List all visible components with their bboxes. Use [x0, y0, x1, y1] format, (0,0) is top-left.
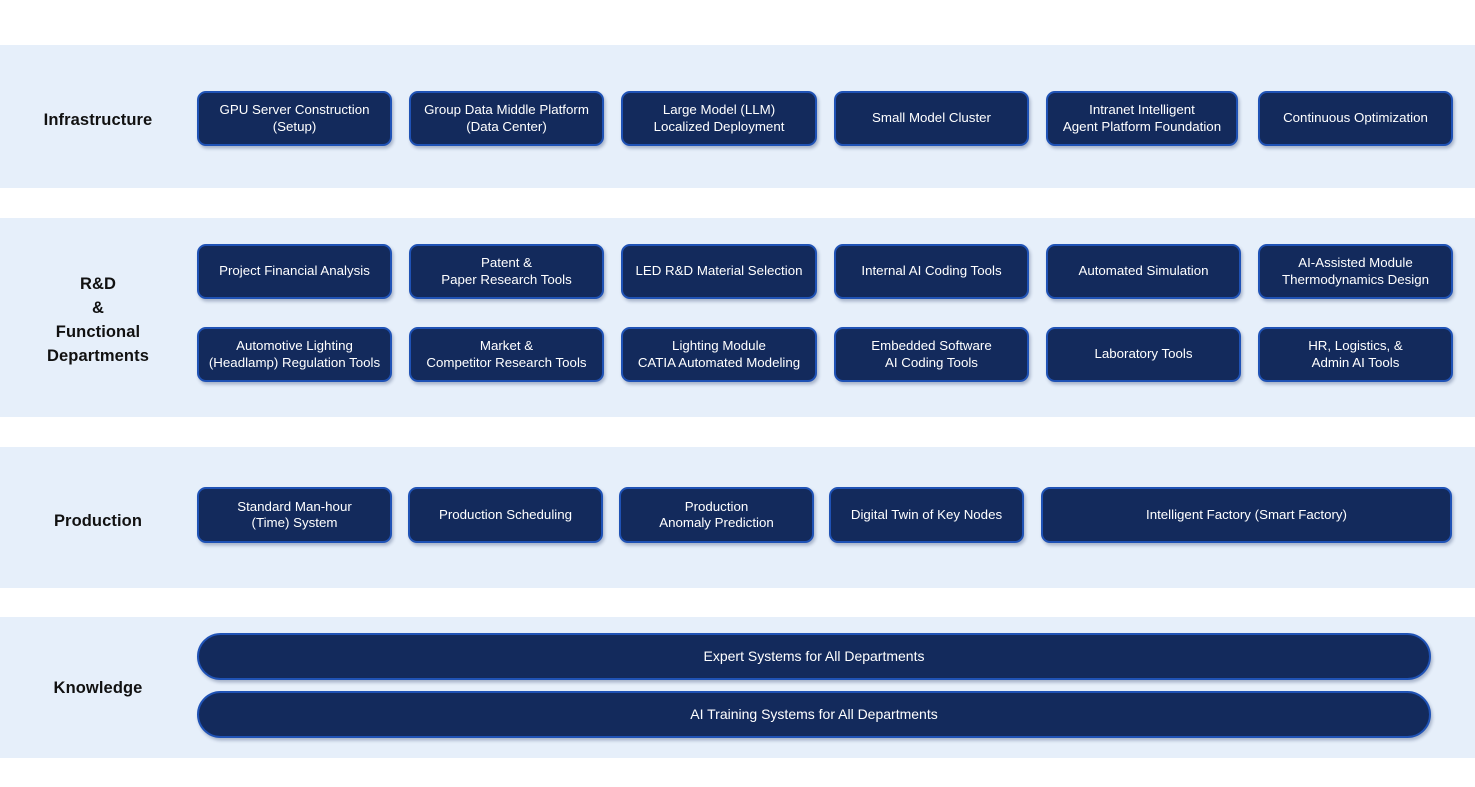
node-intranet-intelligent-agent-platform[interactable]: Intranet Intelligent Agent Platform Foun… [1046, 91, 1238, 146]
node-digital-twin-of-key-nodes[interactable]: Digital Twin of Key Nodes [829, 487, 1024, 543]
node-production-anomaly-prediction[interactable]: Production Anomaly Prediction [619, 487, 814, 543]
node-intelligent-factory-smart-factory[interactable]: Intelligent Factory (Smart Factory) [1041, 487, 1452, 543]
node-market-competitor-research-tools[interactable]: Market & Competitor Research Tools [409, 327, 604, 382]
node-hr-logistics-admin-ai-tools[interactable]: HR, Logistics, & Admin AI Tools [1258, 327, 1453, 382]
node-automated-simulation[interactable]: Automated Simulation [1046, 244, 1241, 299]
row-label-rd-functional-departments: R&D & Functional Departments [47, 275, 149, 365]
node-ai-training-systems-for-all-departments[interactable]: AI Training Systems for All Departments [197, 691, 1431, 738]
node-lighting-module-catia-automated-modeling[interactable]: Lighting Module CATIA Automated Modeling [621, 327, 817, 382]
node-gpu-server-construction[interactable]: GPU Server Construction (Setup) [197, 91, 392, 146]
node-small-model-cluster[interactable]: Small Model Cluster [834, 91, 1029, 146]
node-project-financial-analysis[interactable]: Project Financial Analysis [197, 244, 392, 299]
node-expert-systems-for-all-departments[interactable]: Expert Systems for All Departments [197, 633, 1431, 680]
row-label-knowledge: Knowledge [53, 679, 143, 697]
row-label-infrastructure: Infrastructure [43, 111, 153, 129]
node-standard-man-hour-time-system[interactable]: Standard Man-hour (Time) System [197, 487, 392, 543]
node-automotive-lighting-regulation-tools[interactable]: Automotive Lighting (Headlamp) Regulatio… [197, 327, 392, 382]
node-internal-ai-coding-tools[interactable]: Internal AI Coding Tools [834, 244, 1029, 299]
node-group-data-middle-platform[interactable]: Group Data Middle Platform (Data Center) [409, 91, 604, 146]
node-continuous-optimization[interactable]: Continuous Optimization [1258, 91, 1453, 146]
node-laboratory-tools[interactable]: Laboratory Tools [1046, 327, 1241, 382]
node-production-scheduling[interactable]: Production Scheduling [408, 487, 603, 543]
node-large-model-llm-deployment[interactable]: Large Model (LLM) Localized Deployment [621, 91, 817, 146]
node-patent-paper-research-tools[interactable]: Patent & Paper Research Tools [409, 244, 604, 299]
node-led-rd-material-selection[interactable]: LED R&D Material Selection [621, 244, 817, 299]
node-ai-assisted-module-thermodynamics-design[interactable]: AI-Assisted Module Thermodynamics Design [1258, 244, 1453, 299]
row-label-production: Production [53, 512, 143, 530]
node-embedded-software-ai-coding-tools[interactable]: Embedded Software AI Coding Tools [834, 327, 1029, 382]
